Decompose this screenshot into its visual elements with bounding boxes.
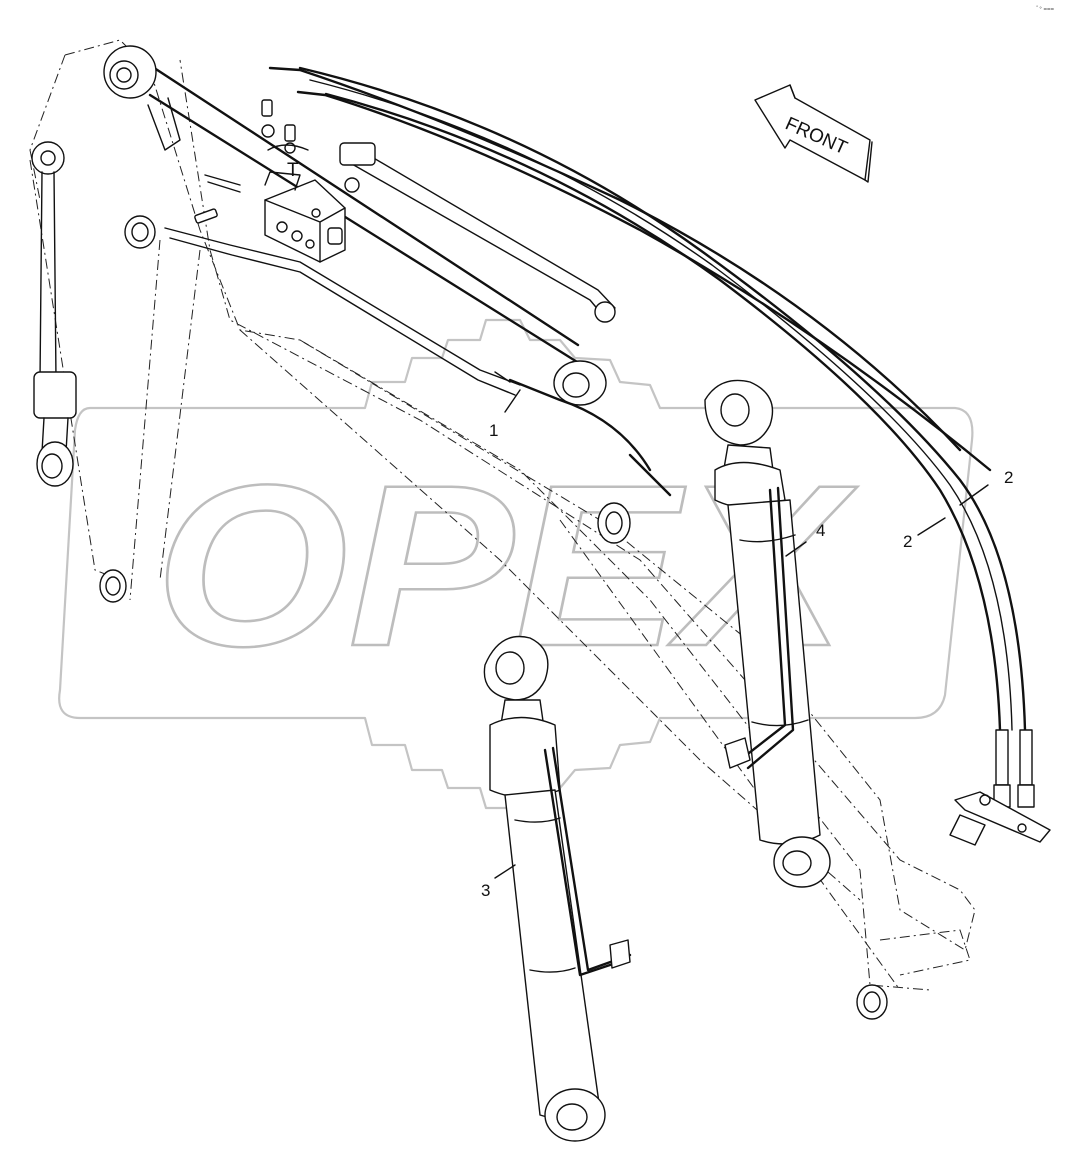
- port-label-t: T: [287, 160, 299, 181]
- front-direction-arrow: FRONT: [754, 84, 873, 183]
- callout-3: 3: [481, 881, 491, 900]
- boom-cylinder-left: [483, 635, 632, 1142]
- valve-block: T: [194, 99, 360, 263]
- callout-1: 1: [489, 421, 499, 440]
- leader-2a: [959, 484, 989, 506]
- callout-2-upper: 2: [1004, 468, 1014, 487]
- corner-mark: ﾟ° ===: [1036, 7, 1054, 13]
- leader-3: [494, 864, 516, 879]
- rigid-pipes: [164, 66, 992, 497]
- callout-2-lower: 2: [903, 532, 913, 551]
- boom-cylinder-right: [704, 379, 831, 888]
- watermark-gear-outline: [58, 318, 974, 810]
- hydraulic-hoses: [298, 66, 1051, 846]
- leader-lines: [494, 389, 989, 879]
- leader-4: [785, 541, 807, 557]
- arm-cylinder-rod: [103, 45, 607, 406]
- leader-1: [504, 389, 521, 413]
- callout-4: 4: [816, 521, 826, 540]
- left-link-cylinder: [31, 141, 77, 487]
- boom-outline: [29, 39, 976, 1020]
- leader-2b: [917, 517, 946, 536]
